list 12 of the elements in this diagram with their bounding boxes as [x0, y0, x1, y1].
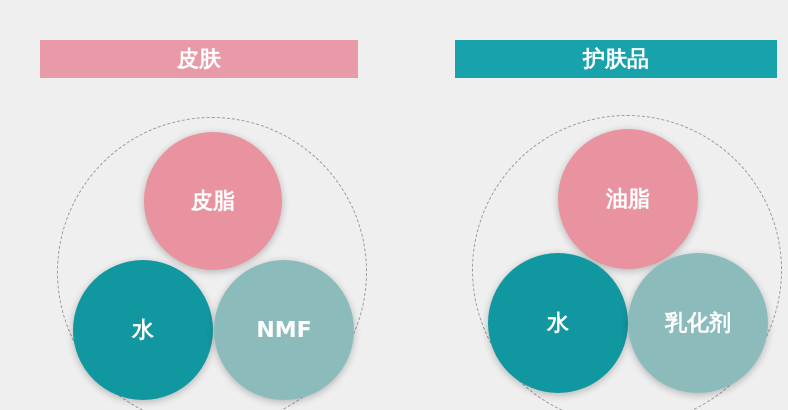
title-banner: [455, 40, 777, 78]
node-label: 皮肤: [177, 46, 221, 74]
group-circle: [472, 115, 782, 410]
node-label: 水: [547, 310, 569, 338]
node-label: 乳化剂: [665, 310, 731, 338]
node-label: 护肤品: [583, 46, 649, 74]
node-label: NMF: [256, 318, 312, 342]
node-label: 水: [132, 317, 154, 345]
group-circle: [57, 117, 367, 410]
node-label: 皮脂: [191, 188, 235, 216]
node-label: 油脂: [606, 186, 650, 214]
title-banner: [40, 40, 358, 78]
